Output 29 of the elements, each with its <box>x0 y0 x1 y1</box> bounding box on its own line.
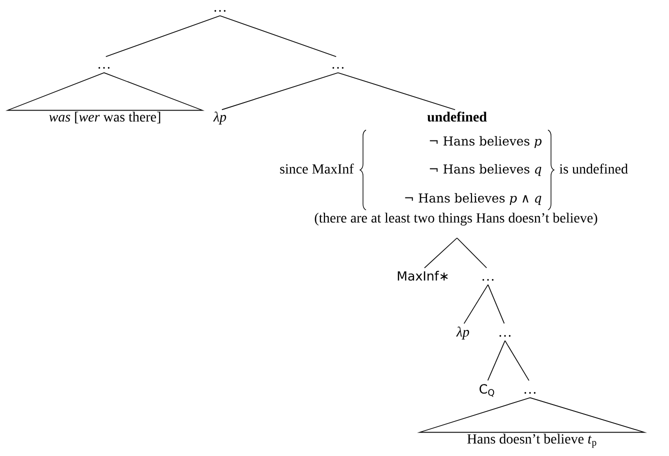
set-member: ¬ Hans believes q <box>430 164 542 176</box>
tree-branch <box>222 72 338 110</box>
node-label: … <box>482 279 494 281</box>
tree-branch <box>338 72 456 110</box>
node-label: … <box>98 67 110 69</box>
node-label: Hans doesn’t believe t$_{p}$ <box>467 434 596 448</box>
node-label: since MaxInf <box>280 164 354 174</box>
set-member: ¬ Hans believes p <box>430 136 542 148</box>
tree-branch <box>504 340 530 381</box>
set-member: ¬ Hans believes p ∧ q <box>405 193 542 206</box>
tree-branch <box>105 15 220 58</box>
node-label: MaxInf∗ <box>398 270 448 281</box>
node-label: was [wer was there] <box>49 112 160 124</box>
node-label: … <box>332 67 344 69</box>
tree-branch <box>456 238 487 268</box>
node-label: C$_{Q}$ <box>480 384 494 397</box>
node-label: undefined <box>427 112 487 122</box>
node-label: λp <box>456 326 470 340</box>
tree-branch <box>464 284 488 324</box>
tree-branch <box>220 15 337 58</box>
node-label: … <box>524 392 536 394</box>
tree-branch <box>424 238 458 268</box>
node-label: … <box>500 335 511 337</box>
node-label: (there are at least two things Hans doesn’t believe) <box>314 212 598 226</box>
tree-branch <box>488 284 505 324</box>
node-label: … <box>214 10 226 12</box>
node-label: is undefined <box>560 164 628 174</box>
tree-branch <box>487 340 506 381</box>
node-label: λp <box>213 112 226 124</box>
